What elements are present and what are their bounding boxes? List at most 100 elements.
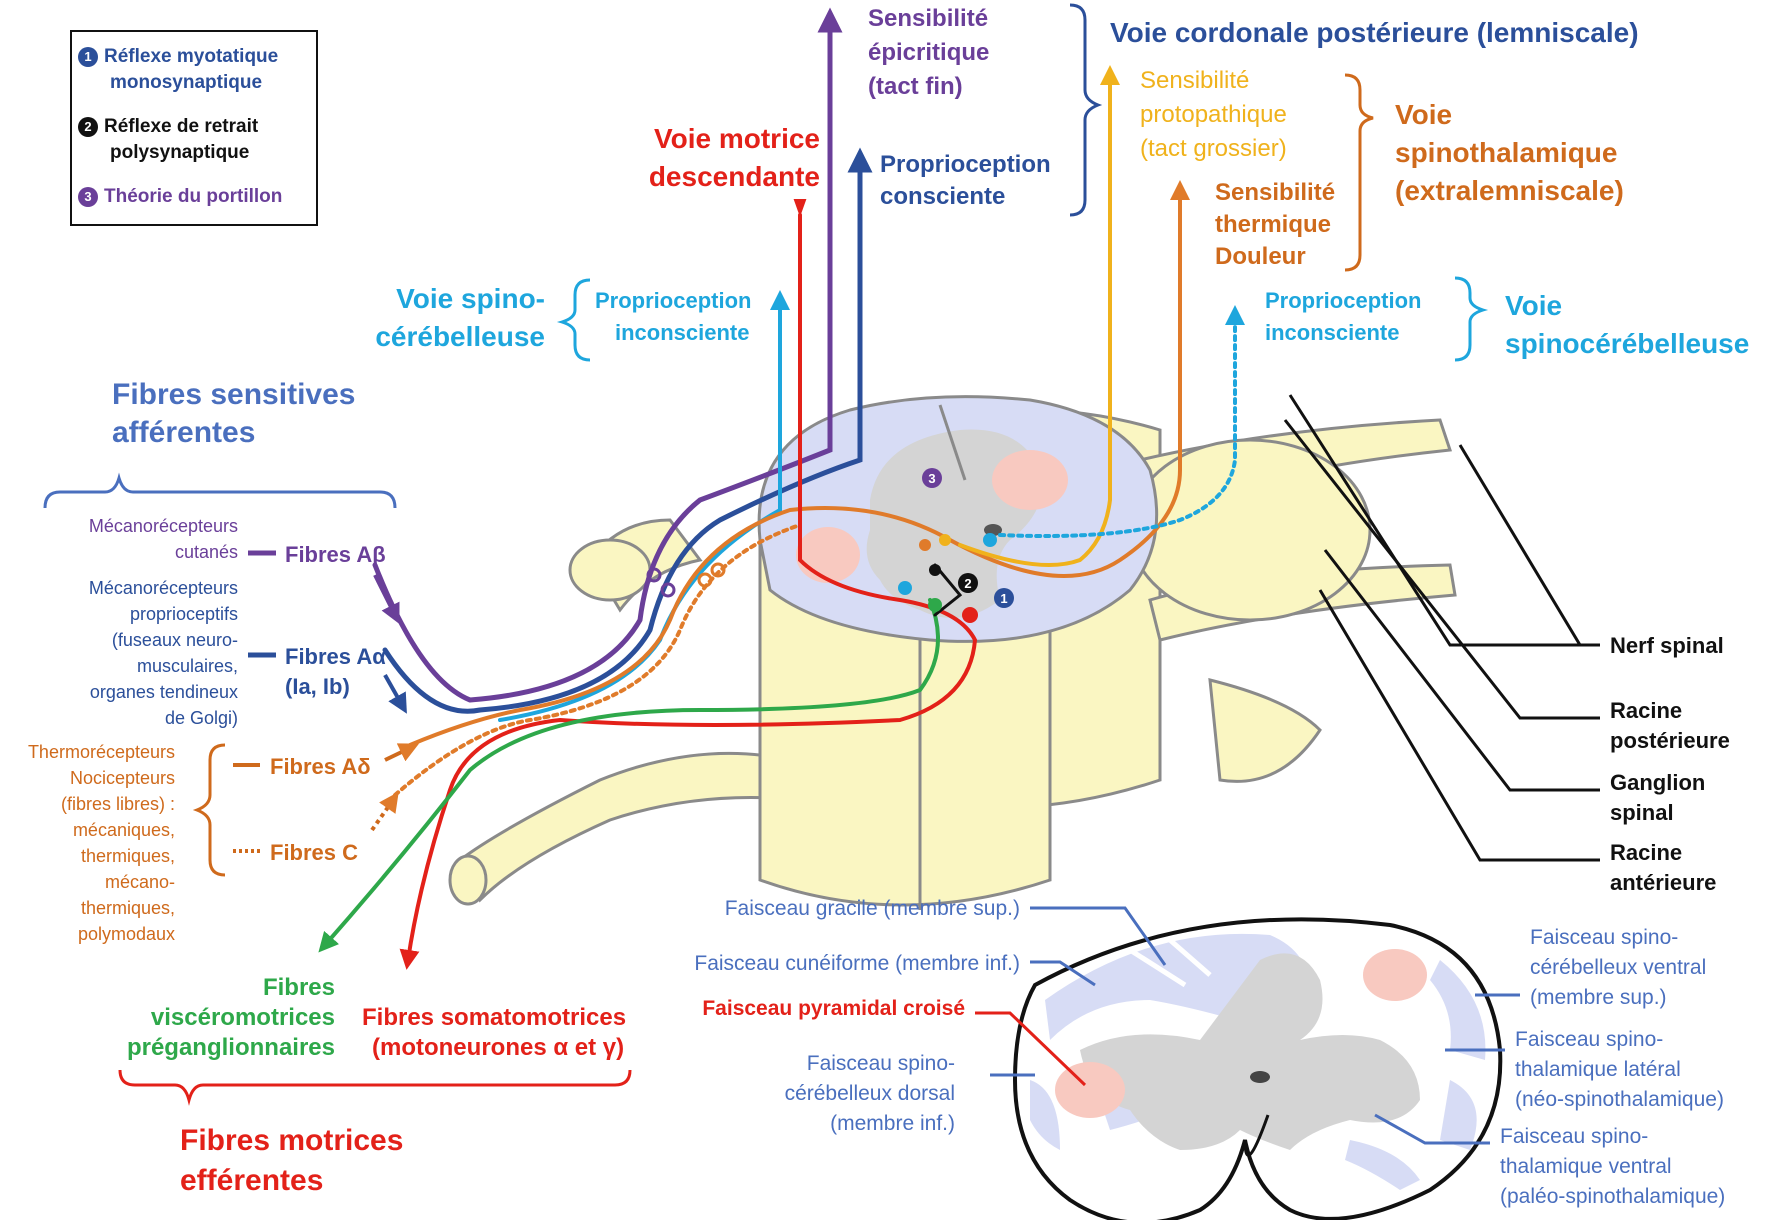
label-thermo-8: polymodaux (78, 924, 175, 944)
label-thermo-4: mécaniques, (73, 820, 175, 840)
label-spino-dorsal-3: (membre inf.) (830, 1112, 955, 1135)
pathway-visceromotrices (318, 598, 940, 953)
label-ganglion-2: spinal (1610, 800, 1674, 825)
leader-nerf-spinal (1288, 394, 1600, 647)
label-meca-proprio-6: de Golgi) (165, 708, 238, 728)
brace-spinothalamique (1344, 73, 1374, 272)
label-racine-post-1: Racine (1610, 698, 1682, 723)
label-fibres-c: Fibres C (270, 840, 358, 865)
leader-ganglion (1323, 549, 1600, 792)
pathway-aδ-thermique (408, 180, 1190, 747)
spinal-cord-3d (448, 395, 1457, 910)
label-nerf-spinal: Nerf spinal (1610, 633, 1724, 658)
label-proprio-consciente-2: consciente (880, 183, 1005, 210)
pathway-protopathique (958, 65, 1120, 567)
label-fibres-ia-ib: (Ia, Ib) (285, 674, 350, 699)
label-spino-ventral-2: cérébelleux ventral (1530, 956, 1706, 979)
dorsal-septum (1128, 938, 1212, 988)
label-thermique-2: thermique (1215, 211, 1331, 238)
label-proprio-inconsc-right-2: inconsciente (1265, 320, 1399, 345)
ascending-labels: Sensibilité épicritique (tact fin) Propr… (375, 3, 1749, 362)
pathway-fibres-c (393, 523, 802, 797)
label-meca-proprio-2: proprioceptifs (130, 604, 238, 624)
arrow-c (370, 791, 399, 832)
label-spino-thal-ventral-3: (paléo-spinothalamique) (1500, 1185, 1725, 1208)
label-motrice-2: descendante (649, 161, 820, 192)
label-meca-proprio-1: Mécanorécepteurs (89, 578, 238, 598)
brace-spino-left (556, 278, 591, 362)
number-badge-2: 2 (78, 117, 98, 137)
receptor-symbol (697, 572, 713, 588)
section-labels: Faisceau gracile (membre sup.) Faisceau … (694, 897, 1725, 1208)
left-spinal-ganglion (568, 538, 652, 602)
label-spino-dorsal-2: cérébelleux dorsal (785, 1082, 955, 1105)
efferent-labels: Fibres viscéromotrices préganglionnaires… (118, 974, 632, 1197)
label-viscero-2: viscéromotrices (151, 1004, 335, 1031)
label-spino-lateral-3: (néo-spinothalamique) (1515, 1088, 1724, 1111)
receptor-symbol (710, 562, 726, 578)
label-meca-proprio-5: organes tendineux (90, 682, 238, 702)
label-spino-cereb-left-2: cérébelleuse (375, 321, 545, 352)
legend-item-withdrawal: 2 Réflexe de retrait polysynaptique (78, 114, 258, 166)
label-racine-post-2: postérieure (1610, 728, 1730, 753)
label-racine-ant-2: antérieure (1610, 870, 1716, 895)
label-protopathique-3: (tact grossier) (1140, 135, 1287, 162)
legend-label: Théorie du portillon (104, 186, 283, 207)
central-canal-top (984, 524, 1002, 536)
label-afferent-title-2: afférentes (112, 416, 255, 449)
synapse-blue (898, 581, 912, 595)
left-spinal-nerve (458, 751, 802, 903)
legend-label: polysynaptique (110, 142, 250, 163)
grey-matter-section (1080, 953, 1420, 1150)
label-proprio-consciente-1: Proprioception (880, 151, 1051, 178)
arrow-ab (373, 574, 400, 624)
label-epicritique-2: épicritique (868, 39, 989, 66)
label-voie-cordonale: Voie cordonale postérieure (lemniscale) (1110, 17, 1639, 48)
number-badge-1: 1 (78, 47, 98, 67)
label-voie-spinothal-3: (extralemniscale) (1395, 175, 1624, 206)
legend-label: Réflexe de retrait (104, 116, 259, 137)
leader-racine-post (1283, 419, 1600, 720)
label-viscero-3: préganglionnaires (127, 1034, 335, 1061)
label-spino-thal-ventral-1: Faisceau spino- (1500, 1125, 1648, 1148)
synapse-green (928, 598, 942, 612)
section-leaders (975, 906, 1520, 1145)
anterior-fissure-section (1243, 1114, 1270, 1157)
pyramidal-spot-right (992, 450, 1068, 510)
brace-thermo (192, 743, 226, 877)
arrow-aa (383, 674, 407, 714)
brace-spino-right (1454, 276, 1489, 362)
label-thermique-1: Sensibilité (1215, 179, 1335, 206)
label-epicritique-1: Sensibilité (868, 5, 988, 32)
label-somato-1: Fibres somatomotrices (362, 1004, 626, 1031)
number-badge-2-diagram (958, 573, 978, 593)
anatomy-labels: Nerf spinal Racine postérieure Ganglion … (1283, 394, 1730, 895)
white-matter-ventral-lateral (1430, 960, 1486, 1060)
badge-num-1: 1 (1000, 591, 1007, 606)
label-ganglion-1: Ganglion (1610, 770, 1705, 795)
badge-num-2: 2 (964, 576, 971, 591)
label-protopathique-1: Sensibilité (1140, 67, 1249, 94)
right-nerve-lower (1208, 678, 1322, 783)
label-cuneiforme: Faisceau cunéiforme (membre inf.) (694, 952, 1020, 975)
label-spino-cereb-left-1: Voie spino- (396, 283, 545, 314)
synapse-blue-right (983, 533, 997, 547)
label-spino-cereb-right-1: Voie (1505, 290, 1562, 321)
leader-pyramidal (975, 1011, 1087, 1087)
white-matter-right-lower (1440, 1080, 1477, 1150)
posterior-sulcus (938, 404, 967, 481)
label-motrice-1: Voie motrice (654, 123, 820, 154)
label-thermo-2: Nocicepteurs (70, 768, 175, 788)
pathway-epicritique (372, 7, 843, 703)
synapse-orange (919, 539, 931, 551)
number-badge-3-diagram (922, 468, 942, 488)
pathway-proprio-consciente (382, 147, 873, 714)
white-matter-left (1030, 1080, 1060, 1150)
label-efferent-title-2: efférentes (180, 1164, 323, 1197)
brace-lemniscale (1069, 3, 1103, 217)
cross-section (1012, 917, 1503, 1220)
label-thermique-3: Douleur (1215, 243, 1306, 270)
label-racine-ant-1: Racine (1610, 840, 1682, 865)
